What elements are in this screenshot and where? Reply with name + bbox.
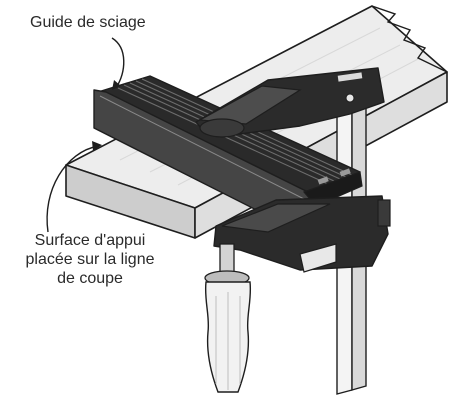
- saw-guide-fence-highlight: [99, 95, 311, 203]
- lower-jaw-side-tab: [377, 199, 391, 227]
- upper-jaw-slot: [337, 72, 363, 82]
- handle-grip-lines: [215, 292, 241, 390]
- callout-arrowhead-guide: [112, 80, 121, 90]
- saw-guide-slot: [339, 168, 351, 177]
- callout-arrowhead-surface: [92, 141, 102, 151]
- upper-jaw-pivot: [345, 93, 355, 103]
- upper-jaw-pad: [199, 118, 245, 138]
- saw-guide-slot: [317, 176, 329, 185]
- board-break-edge: [371, 5, 448, 73]
- callout-bearing-surface-line1: Surface d'appui: [34, 232, 146, 249]
- callout-bearing-surface-line3: de coupe: [57, 270, 123, 287]
- callout-saw-guide: Guide de sciage: [30, 14, 146, 31]
- callout-bearing-surface: Surface d'appui placée sur la ligne de c…: [4, 231, 176, 288]
- callout-bearing-surface-line2: placée sur la ligne: [25, 251, 155, 268]
- clamp-handle: [204, 243, 252, 393]
- clamp-lower-jaw: [213, 195, 391, 273]
- lower-jaw-face: [221, 203, 331, 233]
- lower-jaw-release: [299, 243, 337, 273]
- clamp-upper-jaw: [195, 67, 385, 138]
- callout-leader-guide: [111, 37, 125, 89]
- callout-leader-surface: [46, 145, 99, 233]
